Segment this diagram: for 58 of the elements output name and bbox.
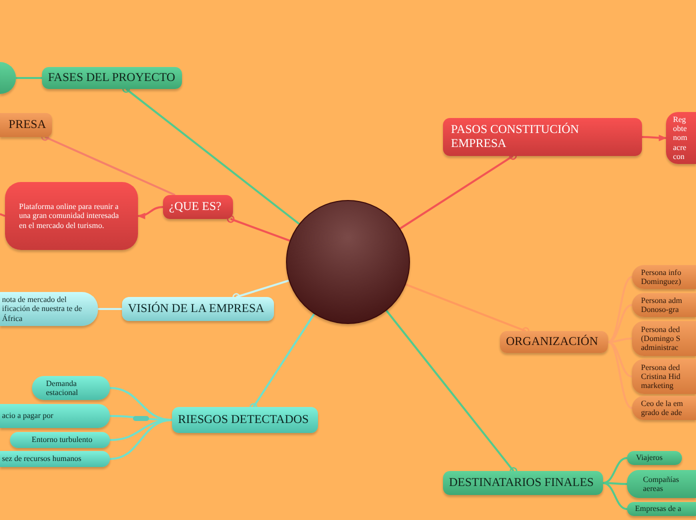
topic-box (443, 118, 642, 156)
topic-box (500, 331, 608, 353)
topic-box (627, 451, 682, 465)
topic-box (666, 112, 696, 164)
topic-box (627, 470, 696, 498)
topic-text: Viajeros (636, 453, 663, 463)
topic-text: Persona ded (Domingo S administrac (641, 324, 682, 352)
connector-line (608, 276, 632, 343)
topic-box (32, 376, 110, 400)
topic-text: Persona info Dominguez) (641, 268, 682, 286)
topic-text: Reg obte nom acre con (673, 115, 688, 161)
topic-box (0, 451, 110, 467)
topic-box (632, 265, 696, 289)
topic-text: nota de mercado del ificación de nuestra te de África (2, 295, 83, 323)
topic-text: Persona ded Cristina Hid marketing (641, 362, 682, 390)
connector-line (642, 134, 667, 142)
topic-box (0, 113, 52, 137)
topic-box (443, 471, 603, 495)
topic-text: ¿QUE ES? (169, 200, 222, 214)
connector-line (0, 213, 6, 217)
connector-line (603, 482, 627, 485)
connector-line (226, 215, 290, 242)
topic-text: FASES DEL PROYECTO (48, 71, 176, 85)
connector-line (608, 341, 632, 409)
topic-text: Empresas de a (635, 504, 682, 514)
topic-box (163, 195, 233, 219)
topic-text: Demanda estacional (46, 378, 79, 398)
topic-box (5, 182, 138, 250)
connector-line (98, 308, 122, 310)
topic-box (632, 396, 696, 420)
topic-text: acio a pagar por (2, 411, 54, 421)
topic-text: PASOS CONSTITUCIÓN EMPRESA (451, 123, 580, 151)
topic-box (10, 432, 110, 448)
topic-text: Persona adm Donoso-gra (641, 296, 684, 314)
topic-box (42, 67, 182, 89)
topic-text: Entorno turbulento (32, 435, 92, 445)
topic-text: PRESA (8, 118, 46, 132)
topic-box (0, 292, 98, 326)
topic-box (632, 359, 696, 394)
topic-text: ORGANIZACIÓN (506, 335, 598, 349)
connector-line (110, 419, 172, 460)
topic-text: Ceo de la em grado de ade (641, 398, 684, 418)
topic-text: RIESGOS DETECTADOS (178, 413, 309, 427)
topic-box (122, 297, 274, 321)
topic-text: VISIÓN DE LA EMPRESA (128, 302, 264, 316)
topic-box (0, 404, 110, 428)
topic-box (172, 407, 318, 433)
topic-text: Compañías aereas (643, 474, 680, 494)
connector-line (602, 457, 628, 484)
topic-box (632, 321, 696, 356)
connector-line (16, 77, 42, 79)
topic-box (627, 502, 696, 516)
topic-text: Plataforma online para reunir a una gran comunidad interesada en el mercado del turismo. (19, 202, 120, 230)
connector-line (602, 482, 628, 510)
topic-text: DESTINATARIOS FINALES (449, 476, 594, 490)
topic-text: sez de recursos humanos (2, 454, 82, 464)
topic-box (632, 293, 696, 317)
connector-line (137, 206, 164, 219)
